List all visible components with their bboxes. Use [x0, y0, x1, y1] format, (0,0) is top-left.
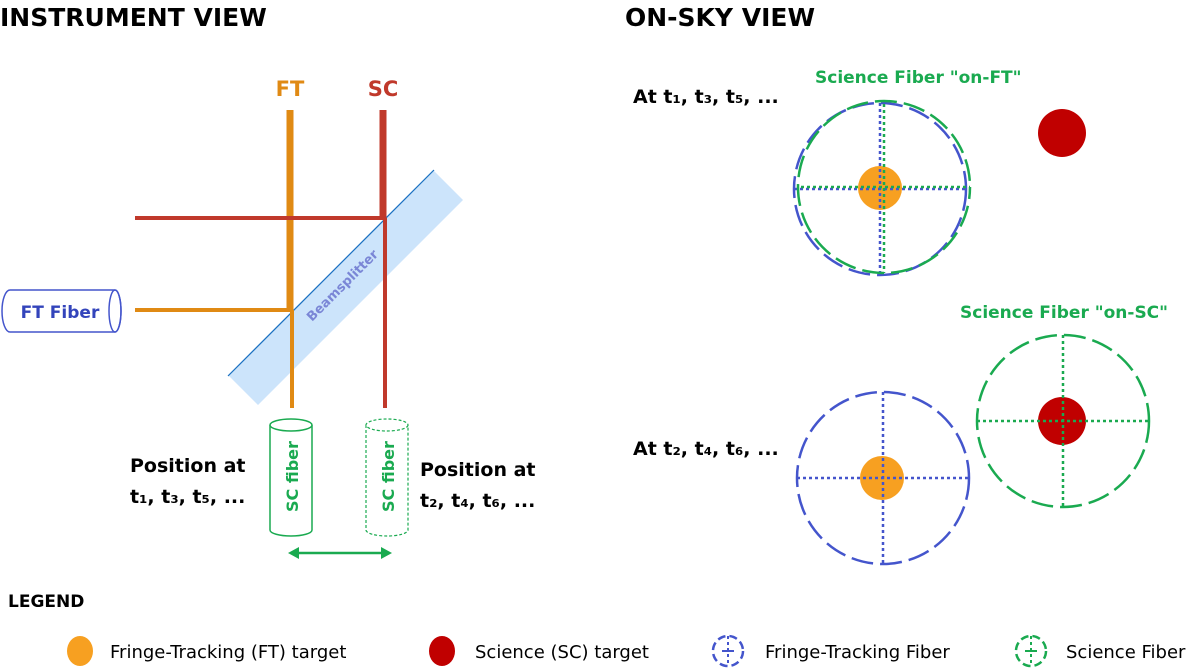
legend-sc-target: Science (SC) target	[475, 642, 649, 663]
red-dot-icon	[429, 636, 455, 666]
label-on-sc: Science Fiber "on-SC"	[960, 303, 1168, 323]
label-on-ft: Science Fiber "on-FT"	[815, 68, 1022, 88]
beamsplitter-surface	[227, 169, 435, 377]
sc-beam-label: SC	[368, 77, 399, 101]
ft-beam-label: FT	[276, 77, 305, 101]
ft-fiber-footprint	[792, 101, 968, 277]
ft-fiber-label: FT Fiber	[21, 303, 100, 323]
on-ft-configuration	[792, 99, 1086, 277]
legend: Fringe-Tracking (FT) target Science (SC)…	[67, 634, 1186, 668]
position-1-line1: Position at	[130, 455, 246, 477]
fiber-motion-arrow	[288, 547, 392, 559]
position-2-line2: t₂, t₄, t₆, ...	[420, 490, 535, 512]
instrument-view-title: INSTRUMENT VIEW	[0, 3, 267, 32]
legend-sc-fiber: Science Fiber	[1066, 642, 1186, 663]
on-sky-view-title: ON-SKY VIEW	[625, 3, 815, 32]
sc-fiber-label: SC fiber	[283, 441, 302, 512]
on-sc-configuration	[795, 333, 1151, 566]
blue-dashed-crosshair-icon	[711, 634, 745, 668]
time-label-odd: At t₁, t₃, t₅, ...	[633, 86, 779, 108]
legend-ft-fiber: Fringe-Tracking Fiber	[765, 642, 950, 663]
orange-dot-icon	[67, 636, 93, 666]
ft-fiber-footprint	[795, 390, 971, 566]
beamsplitter	[228, 170, 463, 405]
ft-fiber: FT Fiber	[1, 289, 122, 333]
time-label-even: At t₂, t₄, t₆, ...	[633, 438, 779, 460]
legend-title: LEGEND	[8, 592, 84, 612]
sc-fiber-footprint	[796, 99, 972, 275]
sc-fiber-label-2: SC fiber	[379, 441, 398, 512]
sc-fiber-footprint	[975, 333, 1151, 509]
position-2-line1: Position at	[420, 459, 536, 481]
sc-fiber-position-2: SC fiber	[365, 418, 409, 537]
sc-target	[1038, 109, 1086, 157]
legend-ft-target: Fringe-Tracking (FT) target	[110, 642, 346, 663]
position-1-line2: t₁, t₃, t₅, ...	[130, 486, 245, 508]
green-dashed-crosshair-icon	[1014, 634, 1048, 668]
sc-fiber-position-1: SC fiber	[269, 418, 313, 537]
